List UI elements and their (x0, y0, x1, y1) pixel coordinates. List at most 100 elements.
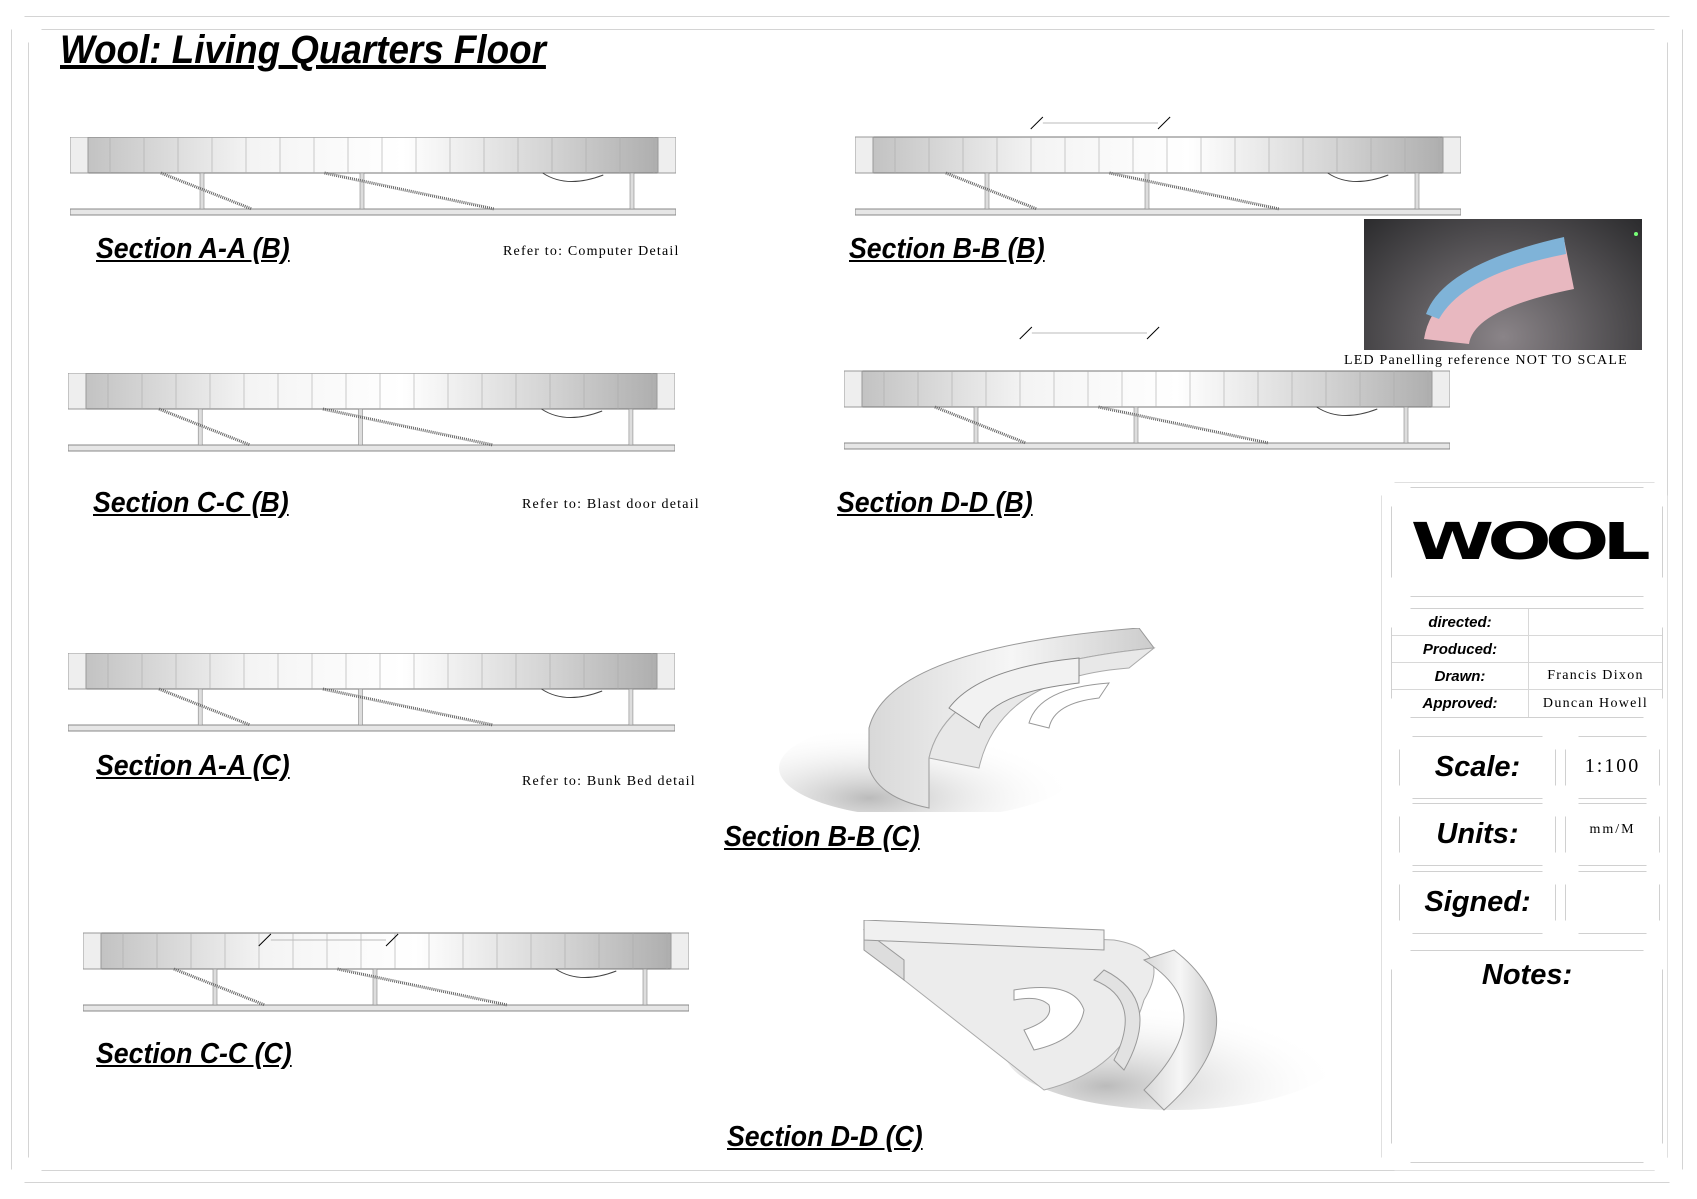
section-label-d-d-b: Section D-D (B) (837, 487, 1033, 519)
section-label-c-c-b: Section C-C (B) (93, 487, 289, 519)
credits-row-approved: Approved: Duncan Howell (1392, 690, 1662, 717)
units-value: mm/M (1565, 803, 1660, 866)
section-label-a-a-c: Section A-A (C) (96, 750, 290, 782)
wall-band (855, 136, 1461, 174)
floor-slab (70, 208, 676, 216)
section-cut-mark (1146, 326, 1160, 340)
stair (324, 171, 495, 211)
credits-key: directed: (1392, 609, 1529, 635)
support-column (1133, 406, 1139, 444)
stair (160, 171, 253, 211)
support-column (358, 688, 363, 726)
section-label-a-a-b: Section A-A (B) (96, 233, 290, 265)
stair (322, 407, 494, 447)
logo-box: WOOL (1391, 487, 1663, 597)
end-cap (68, 653, 87, 690)
sheet-title: Wool: Living Quarters Floor (60, 28, 546, 72)
signed-value (1565, 871, 1660, 934)
section-cut-mark (1030, 116, 1044, 130)
section-note-a-a-b: Refer to: Computer Detail (503, 244, 680, 259)
support-column (372, 968, 378, 1006)
signed-label: Signed: (1399, 871, 1556, 934)
credits-value (1529, 609, 1662, 635)
notes-label: Notes: (1481, 959, 1573, 991)
cable (542, 172, 604, 183)
stair (1109, 171, 1280, 211)
end-cap (670, 932, 689, 970)
credits-key: Approved: (1392, 690, 1529, 717)
section-cut-mark (1157, 116, 1171, 130)
wall-band (68, 653, 675, 690)
wall-band (83, 932, 689, 970)
section-d-d-b-drawing (844, 326, 1450, 450)
credits-row-directed: directed: (1392, 609, 1662, 636)
units-label: Units: (1399, 803, 1556, 866)
end-cap (656, 653, 675, 690)
credits-row-produced: Produced: (1392, 636, 1662, 663)
support-column (1414, 172, 1420, 210)
stair (158, 687, 251, 727)
scale-value: 1:100 (1565, 736, 1660, 799)
floor-slab (68, 724, 675, 732)
stair (1098, 405, 1269, 445)
section-label-b-b-b: Section B-B (B) (849, 233, 1045, 265)
floor-slab (844, 442, 1450, 450)
stair (322, 687, 494, 727)
section-note-a-a-c: Refer to: Bunk Bed detail (522, 774, 696, 789)
floor-slab (68, 444, 675, 452)
stair (173, 967, 266, 1007)
floor-slab (855, 208, 1461, 216)
credits-value (1529, 636, 1662, 662)
support-column (359, 172, 365, 210)
section-d-d-c-3d-view (862, 920, 1342, 1111)
wool-logo: WOOL (1410, 512, 1644, 572)
section-c-c-b-drawing (68, 373, 675, 452)
credits-key: Produced: (1392, 636, 1529, 662)
floor-slab (83, 1004, 689, 1012)
stair (158, 407, 251, 447)
credits-table: directed: Produced: Drawn:Francis Dixon … (1391, 608, 1663, 718)
end-cap (657, 137, 676, 174)
credits-row-drawn: Drawn:Francis Dixon (1392, 663, 1662, 690)
led-panelling-reference-image (1364, 219, 1642, 350)
support-column (628, 688, 634, 726)
credits-value: Duncan Howell (1542, 695, 1649, 711)
wall-band (844, 370, 1450, 408)
stair (337, 967, 508, 1007)
support-column (1403, 406, 1409, 444)
cable (541, 408, 603, 419)
section-cut-mark (258, 933, 272, 947)
stair (934, 405, 1027, 445)
title-block (1381, 482, 1668, 1171)
support-column (1144, 172, 1150, 210)
section-b-b-b-drawing (855, 116, 1461, 216)
notes-box: Notes: (1391, 950, 1663, 1163)
support-column (628, 408, 634, 446)
stair (945, 171, 1038, 211)
led-reference-caption: LED Panelling reference NOT TO SCALE (1344, 353, 1628, 368)
end-cap (656, 373, 675, 410)
cable (1327, 172, 1389, 183)
section-cut-mark (1019, 326, 1033, 340)
section-note-c-c-b: Refer to: Blast door detail (522, 497, 700, 512)
end-cap (83, 932, 102, 970)
credits-value: Francis Dixon (1547, 668, 1644, 683)
end-cap (1442, 136, 1461, 174)
section-cut-mark (385, 933, 399, 947)
section-label-b-b-c: Section B-B (C) (724, 821, 920, 853)
end-cap (844, 370, 863, 408)
support-column (629, 172, 635, 210)
end-cap (855, 136, 874, 174)
cable (1316, 406, 1378, 417)
section-a-a-b-drawing (70, 137, 676, 216)
sheet-outer-border (11, 16, 1683, 1183)
section-a-a-c-drawing (68, 653, 675, 732)
wall-band (70, 137, 676, 174)
cable (541, 688, 603, 699)
section-b-b-c-3d-view (779, 628, 1156, 812)
section-label-d-d-c: Section D-D (C) (727, 1121, 923, 1153)
wall-band (68, 373, 675, 410)
cable (555, 968, 617, 979)
section-c-c-c-drawing (83, 932, 689, 1012)
section-label-c-c-c: Section C-C (C) (96, 1038, 292, 1070)
